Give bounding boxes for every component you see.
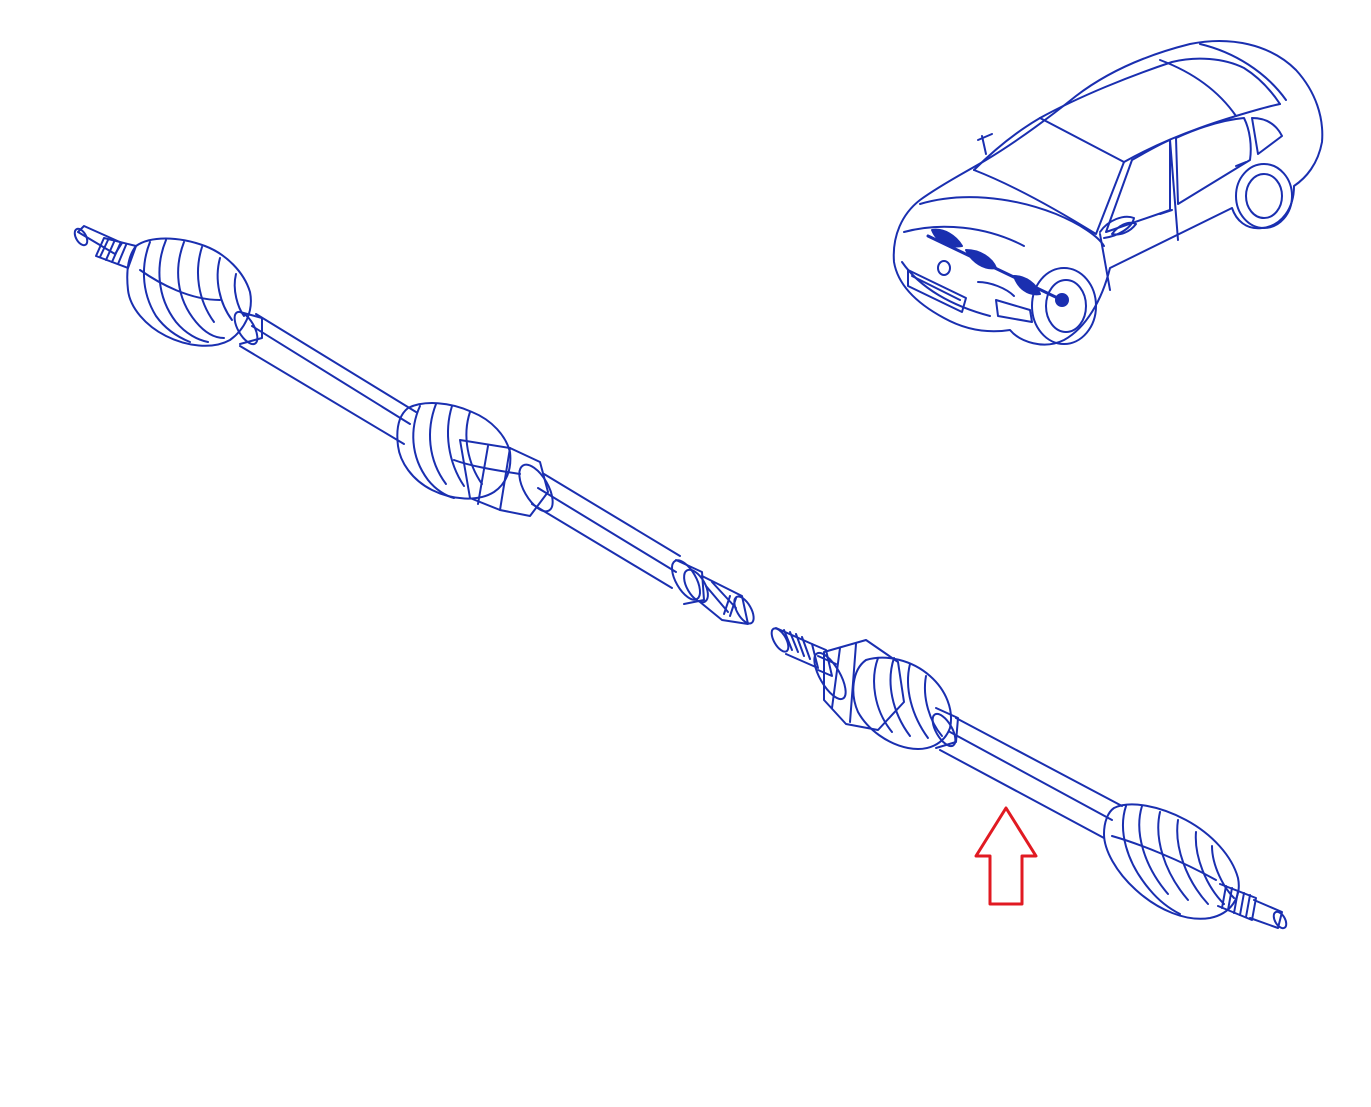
right-outer-stub (1217, 883, 1288, 930)
right-inner-boot (813, 639, 959, 750)
left-driveshaft (73, 225, 755, 625)
left-inner-boot (396, 402, 554, 517)
left-outer-stub (73, 225, 137, 269)
up-arrow-icon (974, 806, 1038, 906)
left-inner-stub (531, 473, 755, 625)
vehicle-locator-car-icon (892, 40, 1324, 346)
left-outer-boot (126, 237, 263, 347)
right-main-bar (939, 717, 1123, 839)
right-driveshaft (770, 627, 1288, 930)
vehicle-driveshaft-highlight (926, 228, 1069, 307)
left-main-bar (239, 313, 417, 445)
right-outer-boot (1103, 803, 1240, 920)
